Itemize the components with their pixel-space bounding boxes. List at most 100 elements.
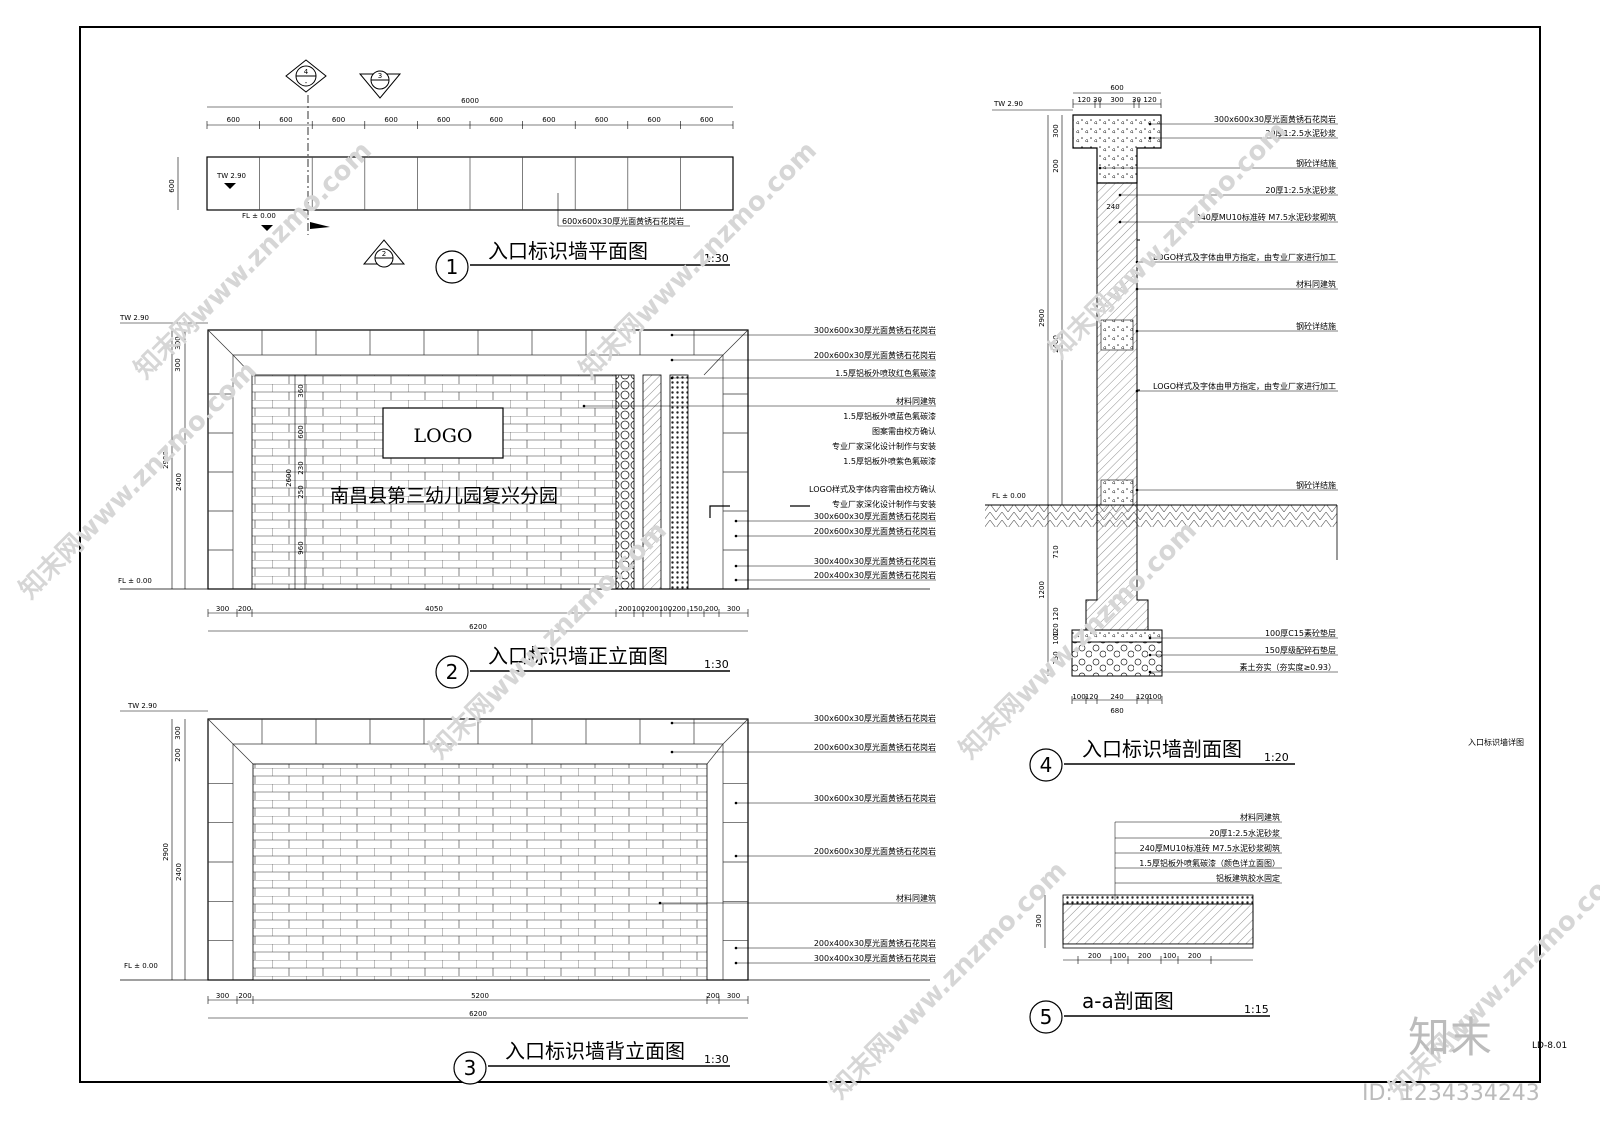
front-title: 入口标识墙正立面图 bbox=[488, 644, 668, 668]
watermark-site-5: 知末网www.znzmo.com bbox=[954, 516, 1203, 765]
front-bottom-dim: 300 bbox=[216, 605, 229, 613]
plan-seg-dim: 600 bbox=[227, 116, 240, 124]
back-bottom-dim: 300 bbox=[216, 992, 229, 1000]
front-left-dim: 2900 bbox=[162, 451, 170, 469]
plan-material-note: 600x600x30厚光面黄锈石花岗岩 bbox=[562, 216, 684, 226]
front-inner-dim: 360 bbox=[297, 384, 305, 397]
back-bottom-dim: 5200 bbox=[471, 992, 489, 1000]
back-note: 材料同建筑 bbox=[896, 893, 936, 903]
section-left-dim: 200 bbox=[1052, 159, 1060, 172]
front-bottom-dim: 100 bbox=[632, 605, 645, 613]
section-note: 300x600x30厚光面黄锈石花岗岩 bbox=[1214, 114, 1336, 124]
section-bottom-dim: 240 bbox=[1110, 693, 1123, 701]
front-inner-dim: 960 bbox=[297, 541, 305, 554]
section-note: 240厚MU10标准砖 M7.5水泥砂浆砌筑 bbox=[1196, 212, 1336, 222]
section-bottom-dim: 120 bbox=[1085, 693, 1098, 701]
plan-height-dim: 600 bbox=[168, 179, 176, 192]
front-number: 2 bbox=[446, 660, 459, 684]
aa-note: 1.5厚铝板外喷氟碳漆（颜色详立面图） bbox=[1139, 858, 1280, 868]
plan-seg-dim: 600 bbox=[490, 116, 503, 124]
svg-text:3: 3 bbox=[378, 72, 382, 80]
section-bottom-total: 680 bbox=[1110, 707, 1123, 715]
section-note: 钢砼详结施 bbox=[1296, 158, 1336, 168]
section-number: 4 bbox=[1040, 753, 1053, 777]
front-fl-label: FL ± 0.00 bbox=[118, 577, 152, 585]
front-note: LOGO样式及字体内容需由校方确认 bbox=[809, 484, 936, 494]
watermark-brand: 知末 bbox=[1408, 1013, 1492, 1062]
section-left-dim: 120 bbox=[1052, 623, 1060, 636]
front-note: 200x600x30厚光面黄锈石花岗岩 bbox=[814, 350, 936, 360]
aa-bottom-dim: 100 bbox=[1163, 952, 1176, 960]
section-tw-label: TW 2.90 bbox=[993, 100, 1023, 108]
front-inner-dim: 230 bbox=[297, 461, 305, 474]
back-bottom-dim: 300 bbox=[727, 992, 740, 1000]
back-left-dim: 300 bbox=[174, 726, 182, 739]
front-bottom-dim: 150 bbox=[689, 605, 702, 613]
plan-seg-dim: 600 bbox=[332, 116, 345, 124]
back-bottom-dim: 200 bbox=[706, 992, 719, 1000]
front-note: 300x400x30厚光面黄锈石花岗岩 bbox=[814, 556, 936, 566]
section-top-dim: 300 bbox=[1110, 96, 1123, 104]
front-bottom-dim: 4050 bbox=[425, 605, 443, 613]
plan-seg-dim: 600 bbox=[437, 116, 450, 124]
svg-text:-: - bbox=[305, 79, 308, 87]
section-note: 150厚级配碎石垫层 bbox=[1265, 645, 1336, 655]
plan-number: 1 bbox=[446, 255, 459, 279]
plan-seg-dim: 600 bbox=[279, 116, 292, 124]
front-bottom-dim: 200 bbox=[238, 605, 251, 613]
back-note: 200x600x30厚光面黄锈石花岗岩 bbox=[814, 846, 936, 856]
section-mark-3: 3 bbox=[358, 70, 402, 99]
watermark-site-6: 知末网www.znzmo.com bbox=[1044, 116, 1293, 365]
front-left-dim: 300 bbox=[174, 336, 182, 349]
front-bottom-dim: 200 bbox=[705, 605, 718, 613]
front-inner-dim: 250 bbox=[297, 485, 305, 498]
plan-seg-dim: 600 bbox=[542, 116, 555, 124]
section-top-dim: 30 bbox=[1132, 96, 1141, 104]
front-bottom-dim: 200 bbox=[672, 605, 685, 613]
back-left-dim: 2900 bbox=[162, 843, 170, 861]
section-left-dim: 2400 bbox=[1052, 335, 1060, 353]
svg-text:4: 4 bbox=[304, 68, 309, 76]
plan-scale: 1:30 bbox=[704, 252, 729, 265]
logo-text: LOGO bbox=[414, 425, 473, 447]
aa-note: 铝板建筑胶水固定 bbox=[1216, 873, 1280, 883]
front-left-dim: 300 bbox=[174, 358, 182, 371]
back-fl-label: FL ± 0.00 bbox=[124, 962, 158, 970]
front-note: 1.5厚铝板外喷蓝色氟碳漆 bbox=[843, 411, 936, 421]
front-note: 材料同建筑 bbox=[896, 396, 936, 406]
section-note: 素土夯实（夯实度≥0.93） bbox=[1239, 662, 1336, 672]
section-note: 材料同建筑 bbox=[1296, 279, 1336, 289]
aa-bottom-dim: 100 bbox=[1113, 952, 1126, 960]
section-left-dim: 1200 bbox=[1038, 581, 1046, 599]
back-number: 3 bbox=[464, 1056, 477, 1080]
plan-seg-dim: 600 bbox=[647, 116, 660, 124]
section-title: 入口标识墙剖面图 bbox=[1082, 737, 1242, 761]
front-scale: 1:30 bbox=[704, 658, 729, 671]
section-top-dim: 30 bbox=[1093, 96, 1102, 104]
front-note: 300x600x30厚光面黄锈石花岗岩 bbox=[814, 325, 936, 335]
plan-tw-label: TW 2.90 bbox=[216, 172, 246, 180]
section-note: 100厚C15素砼垫层 bbox=[1265, 628, 1336, 638]
watermark-id: ID: 1234334243 bbox=[1362, 1081, 1540, 1106]
section-left-dim: 300 bbox=[1052, 124, 1060, 137]
school-name: 南昌县第三幼儿园复兴分园 bbox=[330, 485, 558, 507]
section-note: 20厚1:2.5水泥砂浆 bbox=[1265, 128, 1336, 138]
section-note: LOGO样式及字体由甲方指定，由专业厂家进行加工 bbox=[1153, 252, 1336, 262]
back-title: 入口标识墙背立面图 bbox=[505, 1039, 685, 1063]
section-bottom-dim: 100 bbox=[1148, 693, 1161, 701]
front-tw-label: TW 2.90 bbox=[119, 314, 149, 322]
section-note: 钢砼详结施 bbox=[1296, 321, 1336, 331]
back-note: 200x600x30厚光面黄锈石花岗岩 bbox=[814, 742, 936, 752]
front-note: 300x600x30厚光面黄锈石花岗岩 bbox=[814, 511, 936, 521]
sheet-name: 入口标识墙详图 bbox=[1468, 737, 1524, 747]
section-top-total: 600 bbox=[1110, 84, 1123, 92]
section-note: 20厚1:2.5水泥砂浆 bbox=[1265, 185, 1336, 195]
front-elevation: LOGO 南昌县第三幼儿园复兴分园 TW 2.90 FL ± 0.00 300 3… bbox=[118, 314, 936, 689]
sheet-code: LD-8.01 bbox=[1532, 1041, 1567, 1051]
back-scale: 1:30 bbox=[704, 1053, 729, 1066]
front-inner-dim: 2600 bbox=[285, 469, 293, 487]
section-inner-dim: 240 bbox=[1106, 203, 1119, 211]
